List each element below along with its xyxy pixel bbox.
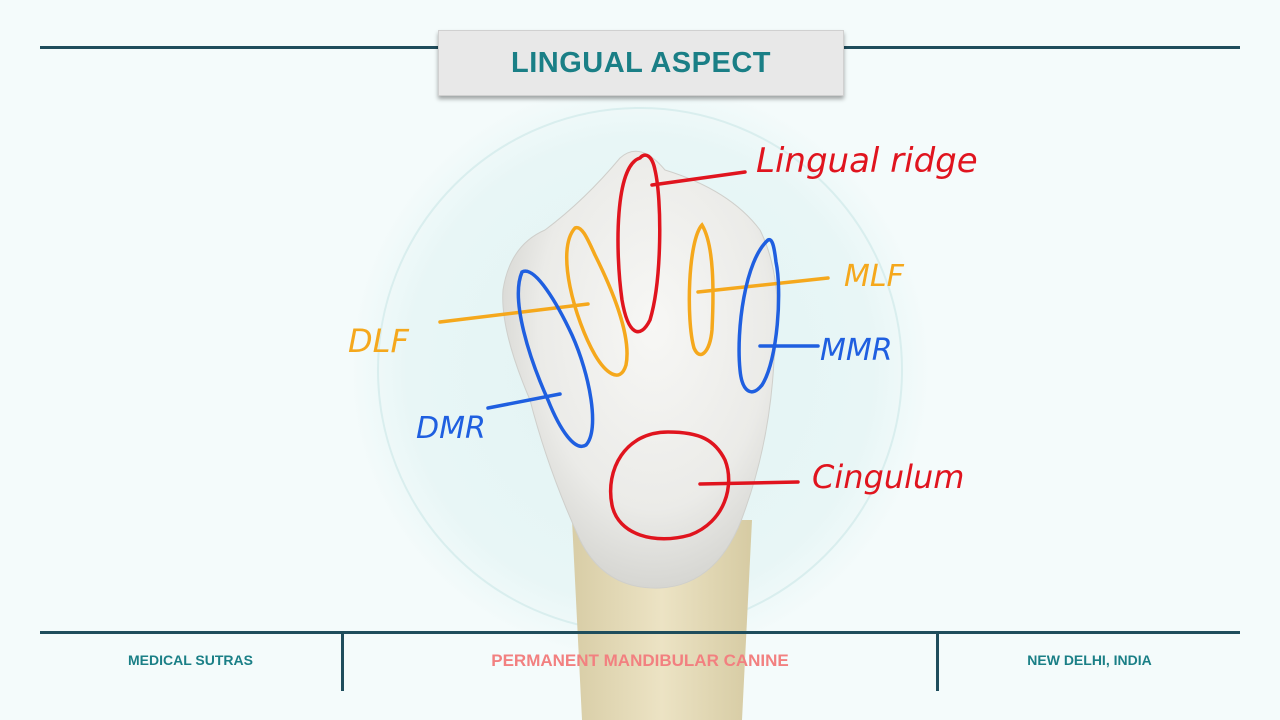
label-lingual-ridge: Lingual ridge xyxy=(756,141,978,181)
label-dlf: DLF xyxy=(348,322,409,360)
lingual-ridge-annotation xyxy=(616,153,747,334)
page-title: LINGUAL ASPECT xyxy=(511,46,771,79)
footer-left-text: MEDICAL SUTRAS xyxy=(128,652,253,668)
marginal-ridge-annotations xyxy=(486,237,820,449)
header-rule-right xyxy=(840,46,1240,49)
title-box: LINGUAL ASPECT xyxy=(438,30,844,96)
lingual-fossa-annotations xyxy=(438,222,830,377)
footer-right-text: NEW DELHI, INDIA xyxy=(1027,652,1152,668)
label-mlf: MLF xyxy=(844,259,905,294)
footer-divider-left xyxy=(341,633,344,691)
cingulum-annotation xyxy=(608,430,800,541)
footer-rule xyxy=(40,631,1240,634)
header-rule-left xyxy=(40,46,440,49)
footer-center-text: PERMANENT MANDIBULAR CANINE xyxy=(491,651,789,670)
footer-divider-right xyxy=(936,633,939,691)
label-cingulum: Cingulum xyxy=(812,458,964,496)
label-dmr: DMR xyxy=(416,411,486,446)
tooth-crown xyxy=(502,150,778,589)
label-mmr: MMR xyxy=(820,333,893,368)
